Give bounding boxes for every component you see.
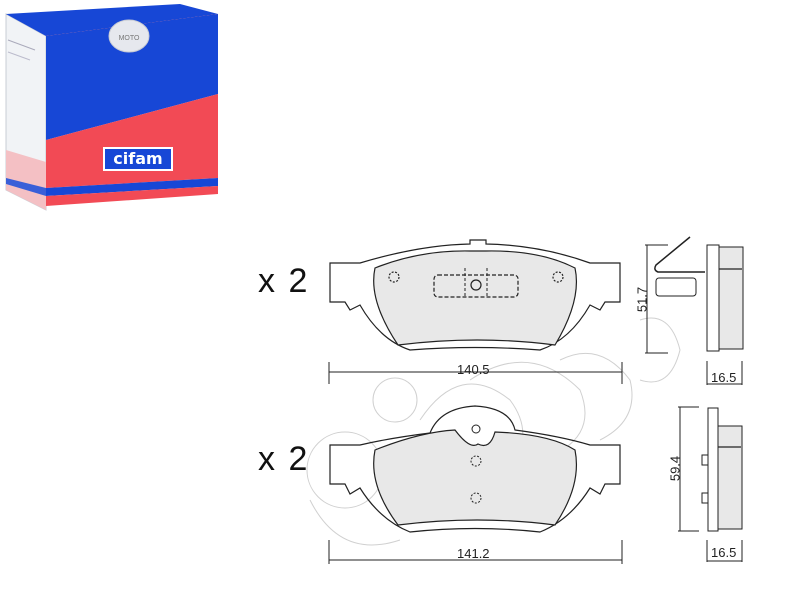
product-box-graphic: MOTO [5, 4, 218, 211]
badge-text: MOTO [119, 35, 140, 42]
height-dimension-1: 51.7 [634, 286, 650, 313]
quantity-label-1: x 2 [258, 262, 310, 300]
pad-friction-2 [373, 429, 578, 526]
pad-friction-1 [373, 250, 578, 346]
thickness-dimension-2: 16.5 [711, 545, 737, 560]
product-box: MOTO cifam [0, 0, 230, 215]
width-dimension-1: 140.5 [457, 362, 490, 377]
quantity-label-2: x 2 [258, 440, 310, 478]
height-dimension-2: 59.4 [667, 455, 683, 482]
thickness-dimension-1: 16.5 [711, 370, 737, 385]
brand-logo-text: cifam [113, 149, 163, 168]
width-dimension-2: 141.2 [457, 546, 490, 561]
